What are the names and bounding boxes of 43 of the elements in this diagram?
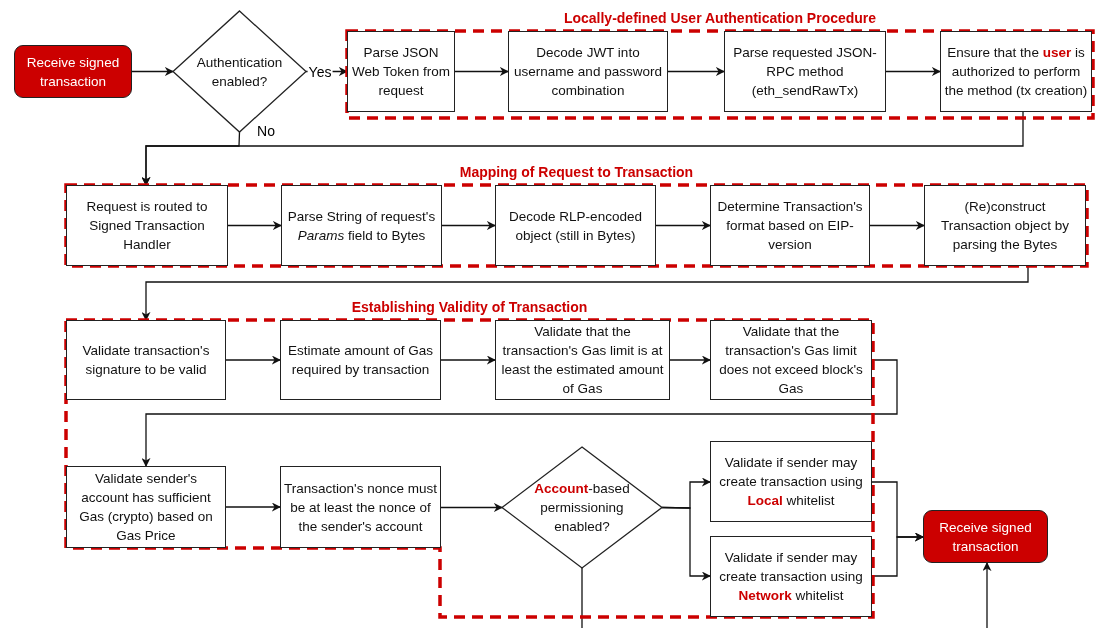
decision-diamond: Account-based permissioning enabled? xyxy=(502,447,662,568)
process-box: Validate if sender may create transaction using Network whitelist xyxy=(710,536,872,617)
process-box: Validate transaction's signature to be valid xyxy=(66,320,226,400)
edge-label: No xyxy=(256,123,276,139)
arrow xyxy=(885,67,941,76)
arrow xyxy=(227,221,282,230)
group-title: Locally-defined User Authentication Procedure xyxy=(562,9,878,27)
arrow xyxy=(667,67,725,76)
process-box: Decode RLP-encoded object (still in Bytes) xyxy=(495,185,656,266)
process-box: Decode JWT into username and password combination xyxy=(508,31,668,112)
terminal-box: Receive signed transaction xyxy=(14,45,132,98)
arrow xyxy=(661,506,711,581)
process-box: Transaction's nonce must be at least the nonce of the sender's account xyxy=(280,466,441,548)
process-box: Ensure that the user is authorized to perform the method (tx creation) xyxy=(940,31,1092,112)
process-box: Validate sender's account has sufficient Gas (crypto) based on Gas Price xyxy=(66,466,226,548)
process-box: Parse String of request's Params field to Bytes xyxy=(281,185,442,266)
process-box: Request is routed to Signed Transaction Handler xyxy=(66,185,228,266)
process-box: Parse JSON Web Token from request xyxy=(347,31,455,112)
arrow xyxy=(141,265,1029,321)
process-box: Validate that the transaction's Gas limit does not exceed block's Gas xyxy=(710,320,872,400)
process-box: Validate that the transaction's Gas limit is at least the estimated amount of Gas xyxy=(495,320,670,400)
edge-label: Yes xyxy=(307,64,333,80)
group-title: Establishing Validity of Transaction xyxy=(350,298,589,316)
terminal-box: Receive signed transaction xyxy=(923,510,1048,563)
arrow xyxy=(131,67,174,76)
arrow xyxy=(141,359,898,467)
arrow xyxy=(141,111,1024,186)
process-box: Parse requested JSON-RPC method (eth_sendRawTx) xyxy=(724,31,886,112)
arrow xyxy=(655,221,711,230)
arrow xyxy=(440,355,496,365)
arrow xyxy=(982,562,992,628)
process-box: Determine Transaction's format based on EIP-version xyxy=(710,185,870,266)
arrow xyxy=(225,502,281,512)
arrow xyxy=(669,355,711,365)
arrow xyxy=(440,503,503,512)
arrow xyxy=(869,221,925,230)
process-box: (Re)construct Transaction object by parsing the Bytes xyxy=(924,185,1086,266)
process-box: Estimate amount of Gas required by transaction xyxy=(280,320,441,400)
arrow xyxy=(225,355,281,365)
process-box: Validate if sender may create transaction using Local whitelist xyxy=(710,441,872,522)
group-title: Mapping of Request to Transaction xyxy=(458,163,695,181)
arrow xyxy=(454,67,509,76)
arrow xyxy=(441,221,496,230)
